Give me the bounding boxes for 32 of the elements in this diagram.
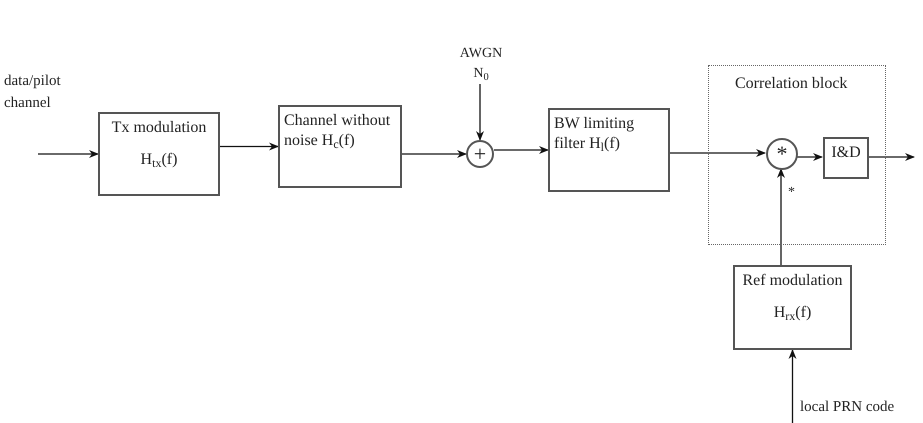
- conjugate-mark: *: [788, 184, 796, 202]
- arrow: [476, 84, 484, 141]
- block-label: Correlation block: [735, 74, 848, 94]
- arrow: [402, 150, 467, 158]
- transfer-function: H$_{tx}$(f): [140, 150, 178, 170]
- process-box: [278, 105, 402, 188]
- block-label: BW limiting filter H$_{l}$(f): [554, 114, 636, 154]
- block-label: AWGN: [460, 45, 502, 63]
- arrow: [797, 153, 823, 161]
- block-label: Channel without noise H$_{c}$(f): [284, 111, 392, 151]
- arrow: [670, 149, 766, 157]
- process-box: [733, 265, 852, 350]
- transfer-function: H$_{rx}$(f): [774, 303, 812, 323]
- operator-symbol: *: [776, 143, 788, 165]
- arrow: [38, 150, 99, 158]
- block-label: Tx modulation: [112, 118, 206, 138]
- block-label: I&D: [831, 143, 861, 163]
- arrow: [777, 168, 785, 265]
- arrow: [868, 153, 915, 161]
- arrow: [788, 349, 796, 423]
- arrow: [220, 142, 279, 150]
- integrator-box: [823, 137, 869, 179]
- correlation-block: [708, 65, 886, 245]
- input-label: data/pilot channel: [4, 72, 62, 113]
- operator-symbol: +: [474, 143, 486, 165]
- arrow: [494, 146, 549, 154]
- filter-box: [548, 108, 670, 192]
- process-box: [98, 112, 220, 196]
- transfer-function: N$_{0}$: [473, 65, 489, 84]
- input-label: local PRN code: [800, 398, 896, 417]
- block-label: Ref modulation: [742, 271, 842, 291]
- summing-junction: [466, 140, 494, 168]
